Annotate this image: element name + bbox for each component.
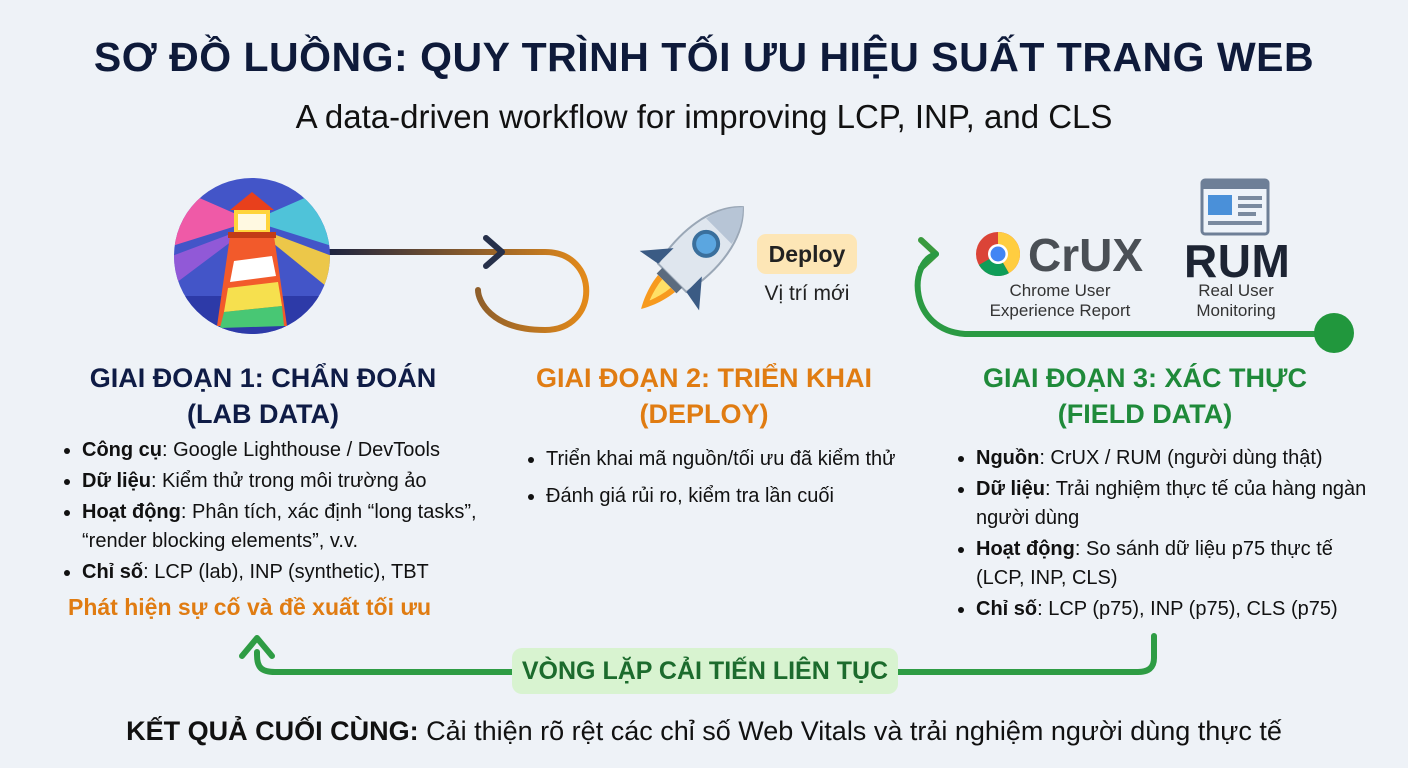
final-result-label: KẾT QUẢ CUỐI CÙNG:	[126, 716, 419, 746]
list-item: Chỉ số: LCP (p75), INP (p75), CLS (p75)	[976, 595, 1376, 624]
stage1-title-line2: (LAB DATA)	[187, 399, 339, 429]
final-result-text: Cải thiện rõ rệt các chỉ số Web Vitals v…	[418, 716, 1282, 746]
deploy-badge: Deploy	[757, 234, 857, 274]
page-title: SƠ ĐỒ LUỒNG: QUY TRÌNH TỐI ƯU HIỆU SUẤT …	[93, 34, 1315, 80]
arrow-stage1-head	[483, 235, 505, 269]
list-item: Nguồn: CrUX / RUM (người dùng thật)	[976, 444, 1376, 473]
final-result: KẾT QUẢ CUỐI CÙNG: Cải thiện rõ rệt các …	[0, 716, 1408, 747]
stage1-title-line1: GIAI ĐOẠN 1: CHẨN ĐOÁN	[89, 363, 437, 393]
rocket-icon	[639, 206, 744, 311]
stage1-title: GIAI ĐOẠN 1: CHẨN ĐOÁN (LAB DATA)	[40, 360, 486, 432]
list-item: Hoạt động: So sánh dữ liệu p75 thực tế (…	[976, 535, 1376, 593]
list-item: Đánh giá rủi ro, kiểm tra lần cuối	[546, 479, 966, 514]
deploy-sublabel: Vị trí mới	[764, 282, 850, 305]
dashboard-monitor-icon	[1200, 178, 1270, 236]
stage3-title-line1: GIAI ĐOẠN 3: XÁC THỰC	[983, 363, 1307, 393]
stage2-title-line1: GIAI ĐOẠN 2: TRIỂN KHAI	[535, 363, 872, 393]
arrow-curve-to-crux	[914, 251, 1333, 337]
lighthouse-icon	[174, 178, 330, 334]
crux-caption: Chrome User Experience Report	[989, 281, 1131, 320]
list-item: Hoạt động: Phân tích, xác định “long tas…	[82, 498, 532, 556]
arrow-end-dot	[1314, 313, 1354, 353]
stage3-title: GIAI ĐOẠN 3: XÁC THỰC (FIELD DATA)	[940, 360, 1350, 432]
feedback-loop-line	[254, 633, 1157, 675]
list-item: Chỉ số: LCP (lab), INP (synthetic), TBT	[82, 558, 532, 587]
stage3-title-line2: (FIELD DATA)	[1057, 399, 1233, 429]
stage2-title-line2: (DEPLOY)	[639, 399, 769, 429]
feedback-loop-arrowhead	[239, 635, 275, 659]
list-item: Triển khai mã nguồn/tối ưu đã kiểm thử	[546, 442, 966, 477]
rum-caption: Real User Monitoring	[1196, 281, 1276, 320]
stage1-list: Công cụ: Google Lighthouse / DevTools Dữ…	[58, 436, 532, 589]
chrome-icon	[976, 232, 1021, 277]
stage1-finding: Phát hiện sự cố và đề xuất tối ưu	[68, 594, 432, 620]
page-subtitle: A data-driven workflow for improving LCP…	[295, 98, 1113, 135]
crux-logo-text: CrUX	[1028, 229, 1144, 281]
arrow-stage1-to-stage2	[327, 249, 590, 334]
stage2-list: Triển khai mã nguồn/tối ưu đã kiểm thử Đ…	[522, 442, 966, 516]
stage2-title: GIAI ĐOẠN 2: TRIỂN KHAI (DEPLOY)	[502, 360, 906, 432]
stage3-list: Nguồn: CrUX / RUM (người dùng thật) Dữ l…	[952, 444, 1376, 626]
continuous-improvement-loop-label: VÒNG LẶP CẢI TIẾN LIÊN TỤC	[512, 648, 898, 694]
list-item: Dữ liệu: Trải nghiệm thực tế của hàng ng…	[976, 475, 1376, 533]
list-item: Dữ liệu: Kiểm thử trong môi trường ảo	[82, 467, 532, 496]
rum-logo-text: RUM	[1184, 235, 1291, 287]
list-item: Công cụ: Google Lighthouse / DevTools	[82, 436, 532, 465]
